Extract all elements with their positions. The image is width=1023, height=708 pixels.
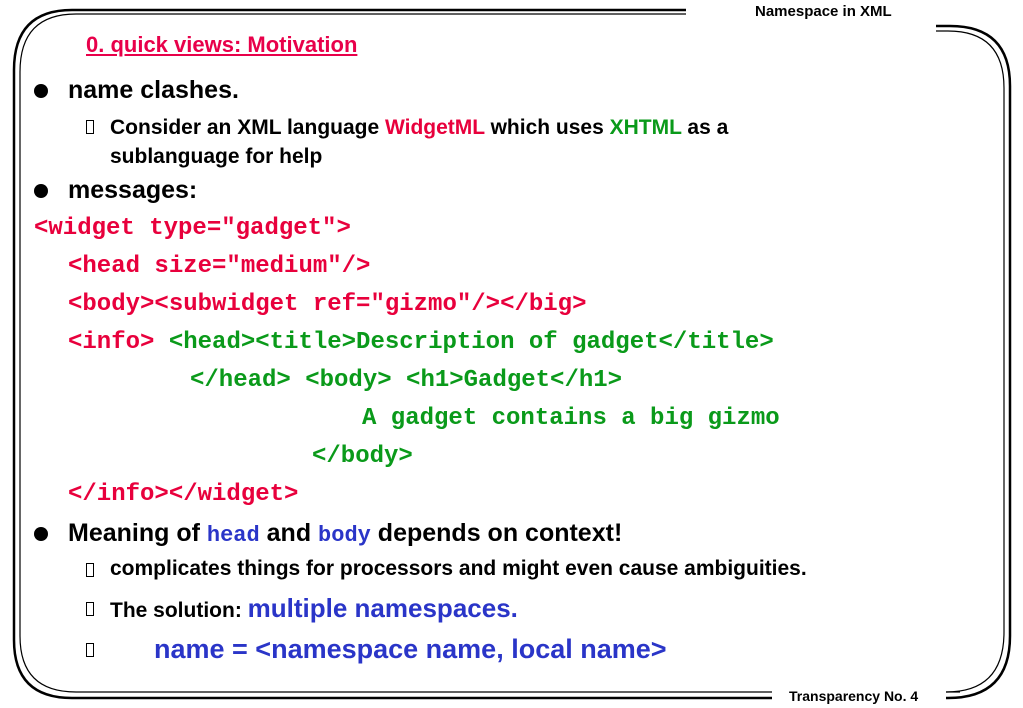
slide-title: 0. quick views: Motivation	[86, 32, 358, 57]
code-line-2: <head size="medium"/>	[68, 253, 371, 280]
bullet-icon	[34, 84, 48, 98]
sub-bullet-complicates: complicates things for processors and mi…	[110, 557, 807, 580]
code-line-1: <widget type="gadget">	[34, 215, 351, 242]
code-line-5: </head> <body> <h1>Gadget</h1>	[190, 367, 623, 394]
sub-bullet-widgetml: Consider an XML language WidgetML which …	[110, 113, 728, 171]
sub-bullet-icon	[86, 602, 94, 616]
sub-bullet-icon	[86, 643, 94, 657]
sub-bullet-icon	[86, 120, 94, 134]
widgetml-term: WidgetML	[385, 116, 485, 139]
code-line-8: </info></widget>	[68, 481, 299, 508]
bullet-meaning: Meaning of head and body depends on cont…	[68, 519, 623, 548]
body-term: body	[318, 523, 371, 548]
bullet-name-clashes: name clashes.	[68, 76, 239, 104]
bullet-icon	[34, 184, 48, 198]
bullet-icon	[34, 527, 48, 541]
code-line-6: A gadget contains a big gizmo	[362, 405, 780, 432]
code-line-4: <info> <head><title>Description of gadge…	[68, 329, 774, 356]
multiple-namespaces-term: multiple namespaces.	[247, 593, 518, 623]
head-term: head	[206, 523, 260, 548]
footer-title: Transparency No. 4	[789, 688, 919, 704]
name-definition: name = <namespace name, local name>	[154, 634, 667, 664]
xhtml-term: XHTML	[609, 116, 682, 139]
sub-bullet-widgetml-line2: sublanguage for help	[110, 145, 323, 168]
sub-bullet-icon	[86, 563, 94, 577]
bullet-messages: messages:	[68, 176, 198, 204]
header-title: Namespace in XML	[755, 3, 892, 20]
code-line-3: <body><subwidget ref="gizmo"/></big>	[68, 291, 587, 318]
code-line-7: </body>	[312, 443, 413, 470]
sub-bullet-solution: The solution: multiple namespaces.	[110, 593, 518, 623]
sub-bullet-widgetml-line1: Consider an XML language WidgetML which …	[110, 116, 729, 139]
